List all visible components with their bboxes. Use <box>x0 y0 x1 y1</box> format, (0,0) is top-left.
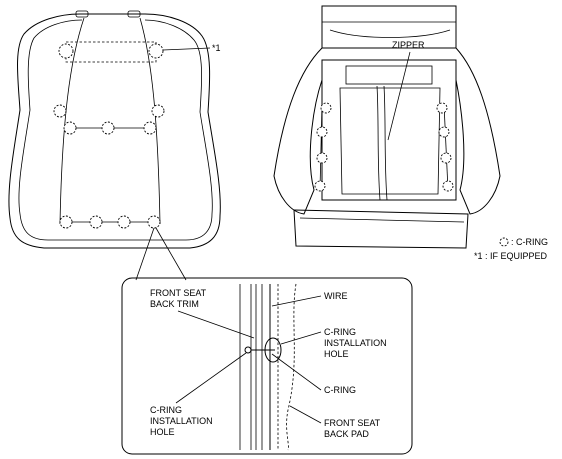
front-seat-back-trim-label: FRONT SEAT <box>150 288 207 298</box>
detail-view: FRONT SEAT BACK TRIM WIRE C-RING INSTALL… <box>121 277 413 455</box>
cring-hole-right <box>264 337 282 363</box>
left-ring <box>58 43 74 59</box>
wire-label: WIRE <box>324 291 348 301</box>
cring-hole-right-leader <box>280 331 322 345</box>
right-ring <box>314 180 326 192</box>
right-wire-left <box>319 103 323 191</box>
cring-hole-left-label: HOLE <box>150 427 175 437</box>
left-ring <box>147 215 161 229</box>
callout-line-left <box>135 227 155 281</box>
right-side-bolster-left <box>273 47 323 215</box>
right-inner-panel <box>339 87 441 195</box>
left-ring <box>148 43 164 59</box>
legend: : C-RING *1 : IF EQUIPPED <box>474 237 548 261</box>
left-top-tab-1 <box>75 10 89 18</box>
front-seat-back-pad-label: FRONT SEAT <box>324 418 381 428</box>
left-center-panel <box>59 17 161 225</box>
right-ring <box>316 126 328 138</box>
legend-cring-label: : C-RING <box>511 237 548 247</box>
right-ring <box>316 152 328 164</box>
cring-hole-left-label: C-RING <box>150 405 182 415</box>
left-seat-inner-outline <box>18 19 213 241</box>
front-seat-back-trim-leader <box>177 310 255 339</box>
cring-hole-left-label: INSTALLATION <box>150 416 213 426</box>
zipper-label: ZIPPER <box>392 40 425 50</box>
callout-line-right <box>155 227 187 281</box>
cring-hole-left <box>244 346 252 354</box>
left-if-equipped-area <box>65 41 157 63</box>
right-seat-back-view: ZIPPER <box>273 5 501 249</box>
right-ring <box>442 180 454 192</box>
zipper-line-1 <box>376 85 381 201</box>
left-ring <box>101 121 115 135</box>
detail-frame <box>121 277 413 455</box>
legend-if-equipped-label: *1 : IF EQUIPPED <box>474 251 548 261</box>
right-ring <box>436 102 448 114</box>
right-ring <box>438 126 450 138</box>
right-ring <box>320 102 332 114</box>
right-wire-right <box>443 103 449 191</box>
left-ring <box>151 104 165 118</box>
right-inner-upper <box>345 65 433 85</box>
left-seat-outline <box>8 13 221 249</box>
cring-leader <box>271 353 322 391</box>
if-equipped-ref-label: *1 <box>212 43 221 53</box>
front-seat-back-trim-label: BACK TRIM <box>150 299 199 309</box>
front-seat-back-pad-label: BACK PAD <box>324 429 369 439</box>
right-top-panel <box>321 5 457 49</box>
right-ring <box>440 152 452 164</box>
left-seat-back-view: *1 <box>8 10 221 281</box>
cring-hole-right-label: C-RING <box>324 327 356 337</box>
left-ring <box>143 121 157 135</box>
right-bottom-flap-line <box>299 217 465 223</box>
right-side-bolster-right <box>455 47 501 215</box>
right-top-inner <box>329 29 451 38</box>
left-ring <box>89 215 103 229</box>
legend-cring-icon <box>499 237 509 247</box>
right-bottom-flap <box>293 209 469 249</box>
left-ring <box>117 215 131 229</box>
left-ring <box>59 215 73 229</box>
left-ring <box>63 121 77 135</box>
cring-hole-right-label: INSTALLATION <box>324 338 387 348</box>
zipper-leader <box>387 51 411 141</box>
wire-leader <box>271 295 322 307</box>
pad-edge <box>286 283 297 451</box>
zipper-line-2 <box>383 85 388 201</box>
left-top-tab-2 <box>127 10 141 18</box>
cring-hole-right-label: HOLE <box>324 349 349 359</box>
if-equipped-leader <box>162 47 211 51</box>
left-ring <box>53 104 67 118</box>
cring-hole-left-leader <box>175 352 247 404</box>
front-seat-back-pad-leader <box>289 405 322 424</box>
cring-label: C-RING <box>324 385 356 395</box>
